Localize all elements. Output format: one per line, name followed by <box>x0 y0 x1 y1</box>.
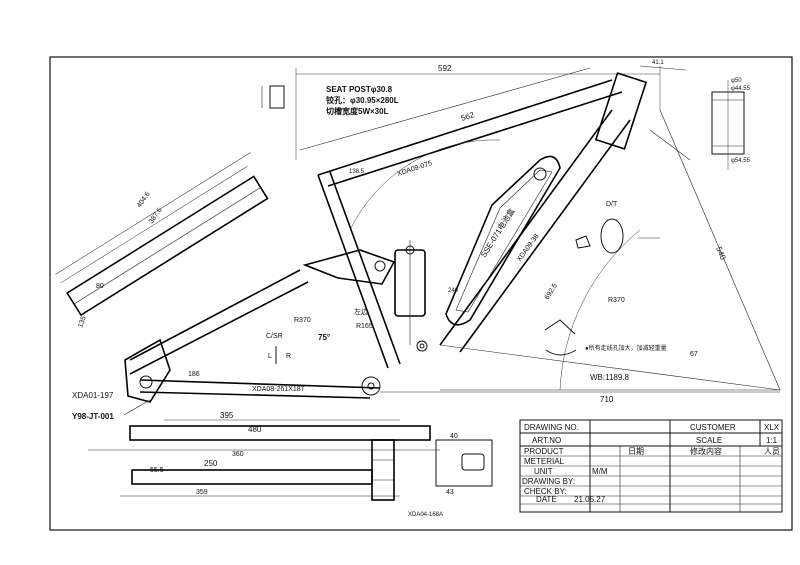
dim-387: 387.6 <box>148 207 164 225</box>
dim-phi54: φ54.55 <box>731 158 751 164</box>
tb-drawing-no-label: DRAWING NO. <box>524 423 579 432</box>
tb-unit-value: M/M <box>592 467 608 476</box>
tb-scale-value: 1:1 <box>766 436 778 445</box>
dim-135: 135 <box>77 315 88 328</box>
dim-41: 41.1 <box>652 60 664 66</box>
dim-692: 692.5 <box>544 282 559 301</box>
drop-label: XDA04-168A <box>408 512 443 518</box>
dim-395: 395 <box>220 411 234 420</box>
dim-r370-top: R370 <box>294 317 311 324</box>
dim-360: 360 <box>232 451 244 458</box>
tb-date-value: 21.05.27 <box>574 495 606 504</box>
tb-check-by-label: CHECK BY: <box>524 487 567 496</box>
tb-product-label: PRODUCT <box>524 447 564 456</box>
tb-unit-label: UNIT <box>534 467 553 476</box>
dim-phi44: φ44.55 <box>731 86 751 92</box>
dim-186: 186 <box>188 371 200 378</box>
dim-67: 67 <box>690 351 698 358</box>
dim-240: 240 <box>448 288 459 294</box>
dim-592: 592 <box>438 64 452 73</box>
tb-date-label: DATE <box>536 495 557 504</box>
tb-art-no-label: ART.NO <box>532 436 561 445</box>
dim-43: 43 <box>446 489 454 496</box>
r-label: R <box>286 353 291 360</box>
angle-75: 75° <box>318 333 330 342</box>
tb-scale-label: SCALE <box>696 436 722 445</box>
dim-710: 710 <box>600 395 614 404</box>
part-left-label: XDA01-197 <box>72 391 114 400</box>
dim-562: 562 <box>460 110 476 123</box>
dim-540: 540 <box>714 245 728 261</box>
sheet-border <box>49 56 793 531</box>
dim-480: 480 <box>248 425 262 434</box>
title-block: DRAWING NO. CUSTOMER XLX ART.NO SCALE 1:… <box>519 419 783 513</box>
tb-material-label: METERIAL <box>524 457 565 466</box>
note-cn: ●所有走线孔加大，加减轻重量 <box>585 344 667 352</box>
dim-80: 80 <box>96 283 104 290</box>
dt-label: D/T <box>606 201 618 208</box>
tb-col-person: 人员 <box>764 447 780 456</box>
tb-col-date: 日期 <box>628 447 644 456</box>
slot-note: 切槽宽度5W×30L <box>326 106 389 116</box>
part-code-label: Y98-JT-001 <box>72 412 114 421</box>
dim-55: 55.5 <box>150 467 164 474</box>
tb-customer-label: CUSTOMER <box>690 423 736 432</box>
tb-col-content: 修改内容 <box>690 446 722 456</box>
wheelbase-label: WB:1189.8 <box>590 373 630 382</box>
tb-drawing-by-label: DRAWING BY: <box>522 477 575 486</box>
left-label-cn: 左边 <box>354 307 368 316</box>
tb-customer-value: XLX <box>764 423 780 432</box>
dim-r165: R165 <box>356 323 373 330</box>
dim-40: 40 <box>450 433 458 440</box>
cs-label: C/SR <box>266 333 283 340</box>
dim-r370-right: R370 <box>608 297 625 304</box>
dim-404: 404.6 <box>136 191 152 209</box>
pivot-label: XDA08-261X18T <box>252 386 306 393</box>
dim-138: 138.5 <box>349 169 365 175</box>
dim-359: 359 <box>196 489 208 496</box>
l-label: L <box>268 353 272 360</box>
dim-phi50: φ50 <box>731 78 742 84</box>
seat-post-note: SEAT POSTφ30.8 <box>326 85 393 94</box>
dim-250: 250 <box>204 459 218 468</box>
reamer-note: 铰孔：φ30.95×280L <box>326 95 399 105</box>
